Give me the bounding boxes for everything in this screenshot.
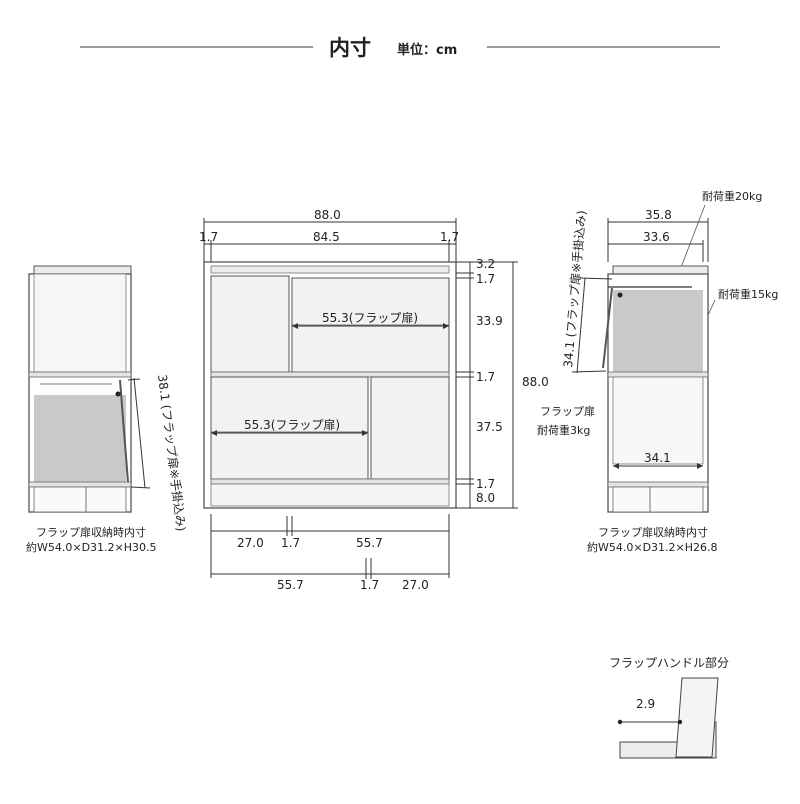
handle-detail-title: フラップハンドル部分 xyxy=(609,655,729,670)
front-shelf-lower: 1.7 xyxy=(476,477,495,491)
left-dim-tick-top xyxy=(127,378,141,381)
upper-flap-label: 55.3(フラップ扉) xyxy=(322,311,418,325)
front-overall-height: 88.0 xyxy=(522,375,549,389)
front-overall-width: 88.0 xyxy=(314,208,341,222)
left-flap-door-area xyxy=(34,395,126,482)
handle-detail: フラップハンドル部分 2.9 xyxy=(609,655,729,759)
front-top-panel xyxy=(210,265,450,274)
left-side-view: 38.1 (フラップ扉※手掛込み) フラップ扉収納時内寸 約W54.0×D31.… xyxy=(26,265,189,554)
front-bottom-row2-c: 27.0 xyxy=(402,578,429,592)
right-middle-shelf xyxy=(607,371,709,378)
left-top-panel xyxy=(33,265,132,275)
right-lower-shelf xyxy=(607,481,709,488)
right-flap-load: 耐荷重3kg xyxy=(537,423,590,437)
left-flap-door-panel xyxy=(119,379,129,483)
right-side-view: 35.8 33.6 耐荷重20kg 耐荷重15kg 34.1 フラップ扉 耐荷重… xyxy=(537,189,778,554)
right-depth-inner: 33.6 xyxy=(643,230,670,244)
front-upper-left-compartment xyxy=(210,275,290,373)
right-flap-dim-tick-top xyxy=(579,277,613,280)
right-flap-depth-line xyxy=(576,277,586,374)
left-caption-line2: 約W54.0×D31.2×H30.5 xyxy=(26,540,157,554)
right-flap-door-area xyxy=(613,290,703,372)
left-upper-compartment xyxy=(33,273,127,373)
front-shelf-upper: 1.7 xyxy=(476,272,495,286)
right-load-top: 耐荷重20kg xyxy=(702,189,762,203)
handle-door-profile xyxy=(675,677,719,758)
right-flap-label: フラップ扉 xyxy=(540,405,595,418)
front-bottom-row2-b: 1.7 xyxy=(360,578,379,592)
right-lower-compartment xyxy=(612,376,704,465)
right-depth-outer: 35.8 xyxy=(645,208,672,222)
front-top-thickness: 3.2 xyxy=(476,257,495,271)
front-side-right: 1.7 xyxy=(440,230,459,244)
unit-label: 単位：cm xyxy=(397,42,457,58)
left-lower-shelf xyxy=(28,481,132,488)
header: 内寸 単位：cm xyxy=(80,36,720,60)
front-lower-right-compartment xyxy=(370,376,450,480)
right-load-top-leader xyxy=(679,204,706,271)
front-bottom-row1-a: 27.0 xyxy=(237,536,264,550)
front-base xyxy=(210,483,450,507)
front-bottom-row2-a: 55.7 xyxy=(277,578,304,592)
front-lower-height: 37.5 xyxy=(476,420,503,434)
right-top-panel xyxy=(612,265,709,275)
left-base xyxy=(33,486,127,513)
front-upper-height: 33.9 xyxy=(476,314,503,328)
lower-flap-label: 55.3(フラップ扉) xyxy=(244,418,340,432)
left-depth-dimension-line xyxy=(133,377,146,489)
handle-dim-point-left xyxy=(617,719,623,725)
front-view: 88.0 1.7 84.5 1.7 55.3(フラップ扉) 55.3(フラップ扉… xyxy=(199,208,549,592)
handle-dim-point-right xyxy=(677,719,683,725)
front-bottom-row1-c: 55.7 xyxy=(356,536,383,550)
left-dim-tick-bottom xyxy=(130,486,151,489)
front-side-left: 1.7 xyxy=(199,230,218,244)
front-middle-shelf xyxy=(210,371,450,378)
right-flap-hinge-icon xyxy=(617,292,623,298)
left-flap-depth-label: 38.1 (フラップ扉※手掛込み) xyxy=(155,374,189,533)
right-caption-line1: フラップ扉収納時内寸 xyxy=(598,525,708,539)
left-middle-shelf xyxy=(28,371,132,378)
right-caption-line2: 約W54.0×D31.2×H26.8 xyxy=(587,540,718,554)
right-flap-dim-tick-bottom xyxy=(571,370,607,373)
right-flap-door-panel xyxy=(602,287,613,369)
right-inner-depth: 34.1 xyxy=(644,451,671,465)
front-bottom-shelf xyxy=(210,478,450,485)
left-flap-hinge-icon xyxy=(115,391,121,397)
front-base-height: 8.0 xyxy=(476,491,495,505)
right-load-shelf: 耐荷重15kg xyxy=(718,287,778,301)
front-shelf-middle: 1.7 xyxy=(476,370,495,384)
front-bottom-row1-b: 1.7 xyxy=(281,536,300,550)
right-base xyxy=(612,486,704,513)
front-inner-width: 84.5 xyxy=(313,230,340,244)
page-title: 内寸 xyxy=(329,36,371,60)
handle-dimension: 2.9 xyxy=(636,697,655,711)
left-caption-line1: フラップ扉収納時内寸 xyxy=(36,525,146,539)
